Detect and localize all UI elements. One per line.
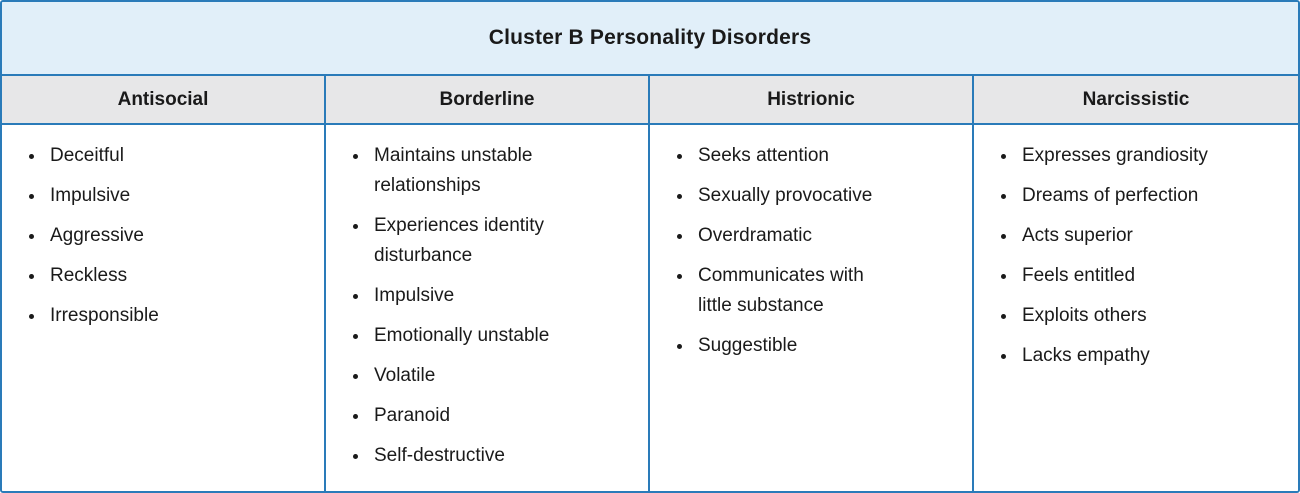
trait-list-antisocial: DeceitfulImpulsiveAggressiveRecklessIrre… — [2, 141, 314, 331]
trait-item: Seeks attention — [694, 141, 898, 171]
column-header-borderline: Borderline — [326, 76, 650, 123]
trait-item: Aggressive — [46, 221, 250, 251]
column-body-narcissistic: Expresses grandiosityDreams of perfectio… — [974, 125, 1298, 491]
column-body-antisocial: DeceitfulImpulsiveAggressiveRecklessIrre… — [2, 125, 326, 491]
trait-list-narcissistic: Expresses grandiosityDreams of perfectio… — [974, 141, 1288, 371]
trait-item: Impulsive — [370, 281, 574, 311]
trait-item: Communicates with little substance — [694, 261, 898, 321]
column-header-histrionic: Histrionic — [650, 76, 974, 123]
trait-item: Suggestible — [694, 331, 898, 361]
trait-item: Deceitful — [46, 141, 250, 171]
table-title: Cluster B Personality Disorders — [2, 2, 1298, 76]
trait-item: Sexually provocative — [694, 181, 898, 211]
column-header-narcissistic: Narcissistic — [1082, 88, 1190, 110]
trait-item: Irresponsible — [46, 301, 250, 331]
trait-item: Paranoid — [370, 401, 574, 431]
trait-item: Maintains unstable relationships — [370, 141, 574, 201]
trait-item: Dreams of perfection — [1018, 181, 1222, 211]
column-header-antisocial: Antisocial — [2, 76, 326, 123]
trait-list-borderline: Maintains unstable relationshipsExperien… — [326, 141, 638, 471]
trait-item: Feels entitled — [1018, 261, 1222, 291]
trait-item: Emotionally unstable — [370, 321, 574, 351]
trait-item: Lacks empathy — [1018, 341, 1222, 371]
trait-item: Self-destructive — [370, 441, 574, 471]
column-body-borderline: Maintains unstable relationshipsExperien… — [326, 125, 650, 491]
trait-list-histrionic: Seeks attentionSexually provocativeOverd… — [650, 141, 962, 361]
body-row: DeceitfulImpulsiveAggressiveRecklessIrre… — [2, 125, 1298, 491]
trait-item: Impulsive — [46, 181, 250, 211]
trait-item: Volatile — [370, 361, 574, 391]
trait-item: Expresses grandiosity — [1018, 141, 1222, 171]
trait-item: Exploits others — [1018, 301, 1222, 331]
trait-item: Acts superior — [1018, 221, 1222, 251]
column-body-histrionic: Seeks attentionSexually provocativeOverd… — [650, 125, 974, 491]
trait-item: Experiences identity disturbance — [370, 211, 574, 271]
trait-item: Reckless — [46, 261, 250, 291]
trait-item: Overdramatic — [694, 221, 898, 251]
